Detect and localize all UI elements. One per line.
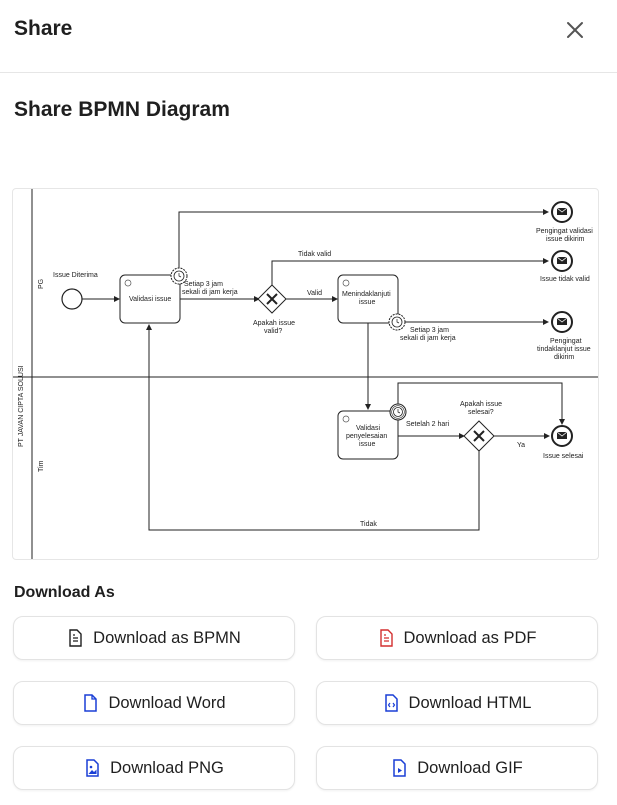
task-menindaklanjuti-line-2: issue: [359, 299, 375, 306]
start-event: Issue Diterima: [53, 272, 98, 310]
pool: PT JAVAN CIPTA SOLUSI PG Tim: [13, 189, 598, 559]
flow-tidak-valid-label: Tidak valid: [298, 251, 331, 258]
task-validasi-penyelesaian: Validasi penyelesaian issue: [337, 410, 399, 460]
download-bpmn-label: Download as BPMN: [93, 628, 241, 647]
bpmn-diagram-svg: PT JAVAN CIPTA SOLUSI PG Tim Issue Diter…: [13, 189, 598, 559]
gateway-2-label-line-1: Apakah issue: [460, 401, 502, 408]
timer-1-label-line-1: Setiap 3 jam: [184, 281, 223, 288]
section-title: Share BPMN Diagram: [14, 98, 230, 121]
end-event-1: Pengingat validasi issue dikirim: [536, 201, 593, 243]
lane-label-pg: PG: [38, 279, 45, 289]
task-validasi-label: Validasi issue: [129, 296, 171, 303]
start-event-label: Issue Diterima: [53, 272, 98, 279]
end-event-3-line-3: dikirim: [554, 354, 574, 361]
task-validasi-issue: Validasi issue: [119, 274, 181, 324]
timer-1-label-line-2: sekali di jam kerja: [182, 289, 238, 296]
task-menindaklanjuti: Menindaklanjuti issue: [337, 274, 399, 324]
end-event-2-label: Issue tidak valid: [540, 276, 590, 283]
image-file-icon: [84, 759, 100, 777]
word-file-icon: [82, 694, 98, 712]
task-vp-line-2: penyelesaian: [346, 433, 387, 440]
bpmn-diagram-preview: PT JAVAN CIPTA SOLUSI PG Tim Issue Diter…: [12, 188, 599, 560]
download-pdf-button[interactable]: Download as PDF: [316, 616, 598, 660]
task-vp-line-1: Validasi: [356, 425, 380, 432]
gateway-2: Apakah issue selesai?: [460, 401, 502, 452]
timer-event-3: Setelah 2 hari: [389, 403, 450, 428]
download-gif-button[interactable]: Download GIF: [316, 746, 598, 790]
clock-icon: [173, 270, 185, 282]
gateway-2-label-line-2: selesai?: [468, 409, 494, 416]
user-task-icon: [342, 415, 350, 423]
document-icon: [67, 629, 83, 647]
close-icon[interactable]: [566, 21, 584, 39]
gateway-1-label-line-1: Apakah issue: [253, 320, 295, 327]
download-png-label: Download PNG: [110, 758, 224, 777]
task-menindaklanjuti-line-1: Menindaklanjuti: [342, 291, 391, 298]
download-png-button[interactable]: Download PNG: [13, 746, 295, 790]
gateway-1-label-line-2: valid?: [264, 328, 282, 335]
timer-event-1: Setiap 3 jam sekali di jam kerja: [170, 267, 238, 296]
download-gif-label: Download GIF: [417, 758, 523, 777]
flow-valid-label: Valid: [307, 290, 322, 297]
end-event-3: Pengingat tindaklanjut issue dikirim: [537, 311, 591, 361]
timer-event-2: Setiap 3 jam sekali di jam kerja: [388, 313, 456, 342]
timer-2-label-line-1: Setiap 3 jam: [410, 327, 449, 334]
pdf-icon: [378, 629, 394, 647]
timer-3-label: Setelah 2 hari: [406, 421, 450, 428]
end-event-3-line-1: Pengingat: [550, 338, 582, 345]
download-html-label: Download HTML: [408, 693, 532, 712]
end-event-3-line-2: tindaklanjut issue: [537, 346, 591, 353]
download-word-button[interactable]: Download Word: [13, 681, 295, 725]
download-word-label: Download Word: [108, 693, 226, 712]
end-event-4: Issue selesai: [543, 425, 584, 460]
end-event-2: Issue tidak valid: [540, 250, 590, 283]
clock-icon: [391, 316, 403, 328]
timer-2-label-line-2: sekali di jam kerja: [400, 335, 456, 342]
task-vp-line-3: issue: [359, 441, 375, 448]
gif-file-icon: [391, 759, 407, 777]
end-event-4-label: Issue selesai: [543, 453, 584, 460]
download-html-button[interactable]: Download HTML: [316, 681, 598, 725]
flow-tidak-label: Tidak: [360, 521, 377, 528]
dialog-title: Share: [14, 17, 73, 40]
flow-ya-label: Ya: [517, 442, 525, 449]
html-file-icon: [383, 694, 399, 712]
end-event-1-line-1: Pengingat validasi: [536, 228, 593, 235]
gateway-1: Apakah issue valid?: [253, 284, 295, 335]
download-pdf-label: Download as PDF: [403, 628, 537, 647]
user-task-icon: [342, 279, 350, 287]
clock-icon: [393, 407, 403, 417]
pool-label: PT JAVAN CIPTA SOLUSI: [18, 365, 25, 447]
end-event-1-line-2: issue dikirim: [546, 236, 585, 243]
user-task-icon: [124, 279, 132, 287]
lane-label-tim: Tim: [38, 460, 45, 472]
dialog-header: Share: [0, 0, 617, 73]
close-button[interactable]: [562, 17, 588, 43]
download-bpmn-button[interactable]: Download as BPMN: [13, 616, 295, 660]
download-as-label: Download As: [14, 584, 115, 601]
